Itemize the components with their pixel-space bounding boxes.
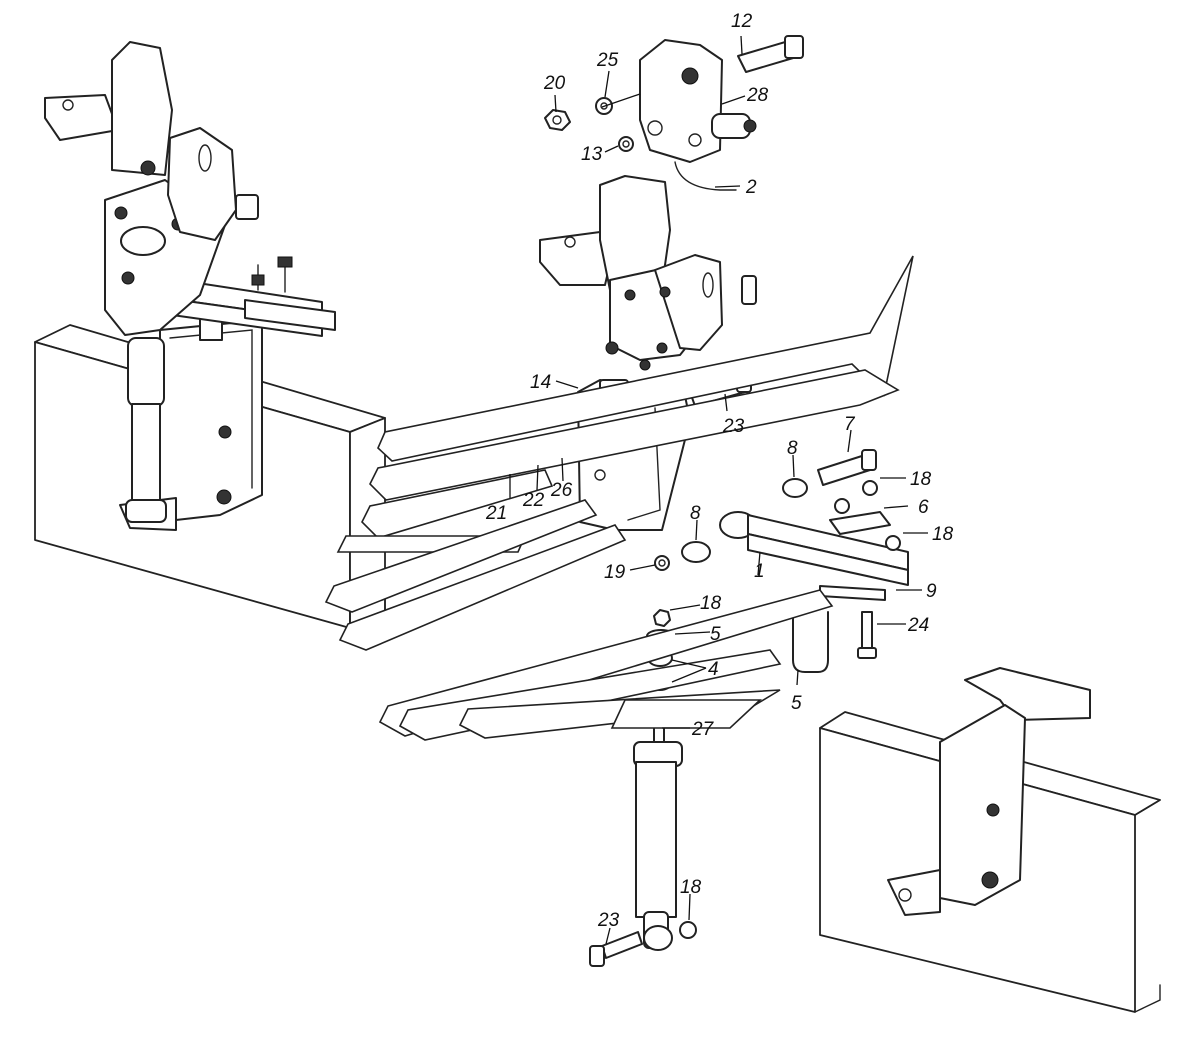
callout-6: 5 xyxy=(710,624,721,645)
nut-18-right-top xyxy=(862,480,878,496)
callout-14: 14 xyxy=(530,372,551,393)
cab-lock-assembly xyxy=(639,39,757,191)
bolt-9 xyxy=(817,449,877,486)
callout-12: 12 xyxy=(731,11,753,32)
nut-18-bottom xyxy=(679,921,697,939)
bolt-23-right xyxy=(857,611,877,659)
nut-18-right-bottom xyxy=(885,535,901,551)
bushing-8-upper xyxy=(782,478,808,498)
shock-absorber-27 xyxy=(633,701,683,951)
callout-25: 25 xyxy=(596,50,619,71)
callout-1: 1 xyxy=(754,561,765,582)
callout-23-right: 24 xyxy=(907,615,929,636)
left-shock-absorber xyxy=(125,337,167,523)
callout-21: 21 xyxy=(485,503,507,524)
right-bracket xyxy=(887,667,1091,916)
callout-24: 23 xyxy=(722,416,745,437)
callout-19: 19 xyxy=(604,562,626,583)
bolt-23-bottom xyxy=(589,931,643,967)
callout-8-upper: 8 xyxy=(787,438,798,459)
leader-lines xyxy=(509,35,928,945)
nut-19 xyxy=(654,555,670,571)
callout-9: 7 xyxy=(844,414,856,435)
u-bolt-5 xyxy=(792,611,829,673)
leaf-spring-1 xyxy=(719,511,909,586)
left-cab-mount xyxy=(44,41,259,336)
callout-7: 6 xyxy=(918,497,929,518)
callout-26: 26 xyxy=(550,480,573,501)
callout-10: 9 xyxy=(926,581,937,602)
nut-18-top xyxy=(834,498,850,514)
callout-4: 4 xyxy=(708,659,719,680)
washer-13 xyxy=(618,136,634,152)
callout-18-shock-top: 18 xyxy=(700,593,722,614)
plate-10 xyxy=(819,585,886,601)
bolt-12 xyxy=(737,35,804,73)
callout-13: 13 xyxy=(581,144,603,165)
callout-5: 5 xyxy=(791,693,802,714)
callout-20: 20 xyxy=(543,73,566,94)
callout-labels: 12 20 25 28 13 2 14 23 21 22 26 7 8 8 18… xyxy=(485,11,954,931)
callout-18-right-top: 18 xyxy=(910,469,932,490)
callout-23-bottom: 23 xyxy=(597,910,620,931)
callout-22: 22 xyxy=(522,490,545,511)
callout-8-lower: 8 xyxy=(690,503,701,524)
plate-7 xyxy=(829,511,891,535)
callout-18-bottom: 18 xyxy=(680,877,702,898)
direction-arrows xyxy=(324,255,914,741)
hinge-bracket xyxy=(539,175,757,371)
nut-20 xyxy=(544,109,571,131)
callout-28: 28 xyxy=(746,85,769,106)
callout-18-right-bottom: 18 xyxy=(932,524,954,545)
callout-2: 2 xyxy=(745,177,757,198)
callout-27: 27 xyxy=(691,719,715,740)
bushing-8-lower xyxy=(681,541,711,563)
nut-18-shock-top xyxy=(653,609,671,627)
